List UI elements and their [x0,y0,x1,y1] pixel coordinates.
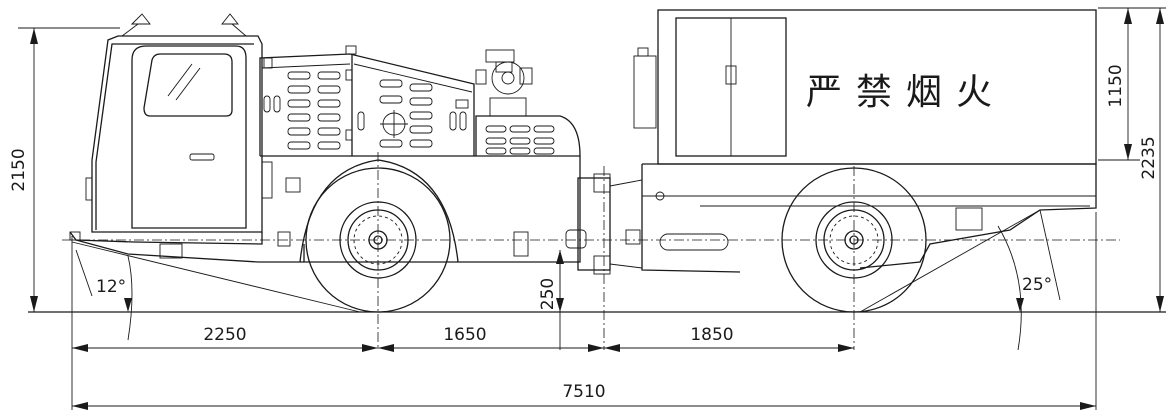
articulation-joint [513,173,643,275]
warning-sign-text: 严禁烟火 [806,72,1006,113]
rear-frame [641,163,1097,301]
front-wheel [299,159,459,313]
dimension-marks [30,8,1164,410]
rear-box: 严禁烟火 [633,9,1097,165]
dim-height-box: 1150 [1106,64,1126,107]
angle-departure: 25° [1022,275,1052,295]
dim-joint-to-rear-axle: 1850 [690,325,733,345]
dim-front-overhang: 2250 [203,325,246,345]
dim-height-overall: 2150 [9,148,29,191]
cab-window [143,53,233,117]
dim-height-total: 2235 [1139,136,1159,179]
cab-door [131,45,247,229]
panel-latch [277,231,291,247]
dim-front-axle-to-joint: 1650 [443,325,486,345]
top-equipment [475,49,581,157]
ground-and-extension-lines [18,7,1166,410]
center-lines [62,152,1120,350]
door-handle [189,153,215,161]
cab [69,13,304,263]
dim-ground-clearance: 250 [538,278,558,310]
angle-approach: 12° [96,277,126,297]
engine-hood [259,45,581,263]
dim-overall-length: 7510 [562,382,605,402]
dimension-labels: 2150 1150 2235 250 2250 1650 1850 7510 1… [9,64,1159,402]
